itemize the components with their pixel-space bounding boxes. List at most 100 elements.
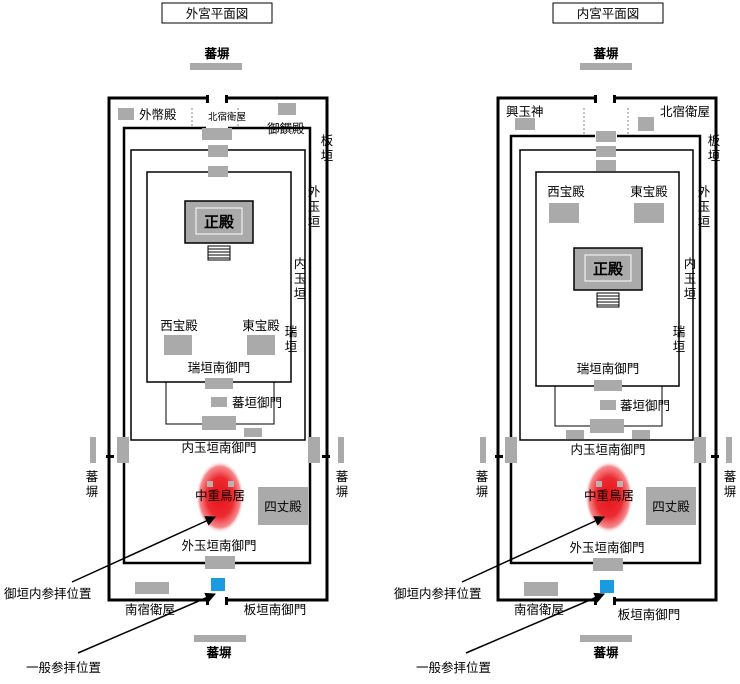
outer-tonotamagaki-gate-label: 外玉垣南御門	[181, 538, 256, 553]
inner-worship-inner-arrow	[461, 516, 605, 583]
inner-uchitamagaki-side-left	[566, 430, 584, 439]
outer-gaiheiden-label: 外幣殿	[139, 107, 177, 122]
outer-yotsudono-label: 四丈殿	[264, 499, 302, 514]
inner-tonotamagaki-label: 外玉垣	[698, 184, 711, 229]
outer-title: 外宮平面図	[186, 6, 249, 21]
inner-title-box	[552, 2, 664, 24]
inner-higashihoden-label: 東宝殿	[630, 184, 668, 199]
inner-kaki-gate-label: 蕃垣御門	[620, 398, 670, 413]
outer-bottom-fence	[194, 635, 246, 642]
outer-minami-eiya	[135, 582, 169, 594]
inner-worship-inner-label: 御垣内参拝位置	[394, 586, 482, 601]
inner-nishihoden	[549, 203, 579, 223]
outer-itagaki-gate-label: 板垣南御門	[244, 602, 307, 617]
outer-mikeden	[278, 103, 296, 115]
outer-gate-3	[208, 166, 228, 177]
inner-tonotamagaki-gate-label: 外玉垣南御門	[569, 540, 644, 555]
outer-worship-public-arrow	[77, 592, 216, 654]
inner-shrine-plan: 内宮平面図 蕃塀 興玉神 北宿衛屋 板垣 外玉垣 内玉垣	[394, 2, 737, 675]
inner-kotamajinja-label: 興玉神	[506, 104, 544, 119]
inner-mizugaki-label: 瑞垣	[673, 324, 686, 354]
inner-uchitamagaki-gate-label: 内玉垣南御門	[570, 442, 645, 457]
outer-shrine-plan: 外宮平面図 蕃塀 外幣殿 北宿衛屋 御饌殿	[4, 2, 349, 675]
outer-right-fence-label: 蕃塀	[336, 469, 349, 499]
svg-text:板垣: 板垣	[321, 133, 334, 163]
inner-uchitamagaki-label: 内玉垣	[684, 256, 697, 301]
outer-yotsudono	[258, 487, 308, 525]
inner-naka-torii-label: 中重鳥居	[584, 488, 634, 503]
inner-uchitamagaki-gate	[590, 419, 624, 433]
svg-text:板垣: 板垣	[708, 133, 721, 163]
outer-nishihoden	[164, 335, 192, 355]
outer-gaiheiden	[118, 108, 134, 120]
inner-bottom-fence-label: 蕃塀	[592, 645, 619, 660]
inner-uchitamagaki-side-right	[632, 430, 650, 439]
outer-tonotamagaki-gate	[205, 556, 235, 569]
outer-mizugaki-gate-label: 瑞垣南御門	[188, 360, 251, 375]
inner-tonotamagaki-gate	[593, 558, 623, 571]
outer-mizugaki-label: 瑞垣	[285, 324, 298, 354]
outer-tonotamagaki-label: 外玉垣	[308, 184, 321, 229]
outer-shoden-steps	[207, 245, 231, 261]
inner-yotsudono	[646, 487, 696, 525]
outer-left-fence-label: 蕃塀	[86, 469, 99, 499]
inner-minami-eiya-label: 南宿衛屋	[514, 602, 564, 617]
outer-uchitamagaki-gate-label: 内玉垣南御門	[181, 440, 256, 455]
outer-gate-1	[202, 128, 232, 140]
inner-left-gate	[505, 437, 517, 463]
inner-mizugaki-gate	[594, 380, 622, 391]
outer-itagaki-wall	[107, 96, 329, 602]
outer-torii-highlight	[196, 461, 244, 533]
svg-text:蕃塀: 蕃塀	[724, 469, 737, 499]
inner-torii-highlight	[585, 461, 633, 533]
outer-gate-2	[208, 145, 228, 157]
inner-worship-public-label: 一般参拝位置	[416, 660, 491, 675]
inner-right-fence	[726, 437, 732, 463]
outer-bottom-fence-label: 蕃塀	[205, 645, 232, 660]
inner-mizugaki-gate-label: 瑞垣南御門	[577, 361, 640, 376]
outer-nishihoden-label: 西宝殿	[160, 318, 198, 333]
outer-minami-eiya-label: 南宿衛屋	[125, 602, 175, 617]
inner-left-fence-label: 蕃塀	[476, 469, 489, 499]
outer-worship-public-label: 一般参拝位置	[26, 660, 101, 675]
svg-text:内玉垣: 内玉垣	[294, 256, 307, 301]
outer-worship-marker	[211, 578, 225, 591]
outer-uchitamagaki-label: 内玉垣	[294, 256, 307, 301]
inner-top-fence-label: 蕃塀	[592, 46, 619, 61]
outer-top-fence-label: 蕃塀	[203, 46, 230, 61]
svg-text:蕃塀: 蕃塀	[336, 469, 349, 499]
inner-worship-marker	[600, 580, 614, 593]
inner-yotsudono-label: 四丈殿	[652, 499, 690, 514]
inner-shoden-label: 正殿	[593, 260, 624, 278]
svg-text:内玉垣: 内玉垣	[684, 256, 697, 301]
inner-kitaeiya-label: 北宿衛屋	[660, 104, 710, 119]
inner-right-fence-label: 蕃塀	[724, 469, 737, 499]
outer-uchitamagaki-gate	[202, 416, 236, 430]
svg-text:外玉垣: 外玉垣	[698, 184, 711, 229]
svg-text:蕃塀: 蕃塀	[476, 469, 489, 499]
outer-right-gate	[308, 437, 320, 463]
outer-mizugaki-gate	[205, 378, 233, 389]
outer-kaki-gate	[211, 397, 227, 407]
inner-kitaeiya	[638, 117, 654, 131]
inner-right-gate	[694, 437, 706, 463]
inner-gate-3	[596, 160, 616, 171]
inner-itagaki-label: 板垣	[708, 133, 721, 163]
inner-top-fence	[580, 63, 632, 70]
svg-text:瑞垣: 瑞垣	[285, 324, 298, 354]
outer-kitaeiya-label: 北宿衛屋	[208, 111, 246, 123]
inner-left-fence	[480, 437, 486, 463]
outer-title-box	[161, 2, 273, 24]
inner-minami-eiya	[524, 582, 558, 596]
outer-top-fence	[190, 63, 242, 70]
svg-text:瑞垣: 瑞垣	[673, 324, 686, 354]
outer-left-gate	[117, 437, 129, 463]
inner-worship-public-arrow	[465, 592, 605, 654]
outer-worship-inner-arrow	[71, 516, 216, 583]
outer-mikeden-label: 御饌殿	[267, 121, 305, 136]
outer-itagaki-label: 板垣	[321, 133, 334, 163]
inner-title: 内宮平面図	[577, 6, 640, 21]
inner-itagaki-gate-label: 板垣南御門	[618, 607, 681, 622]
inner-kotamajinja	[515, 118, 535, 130]
